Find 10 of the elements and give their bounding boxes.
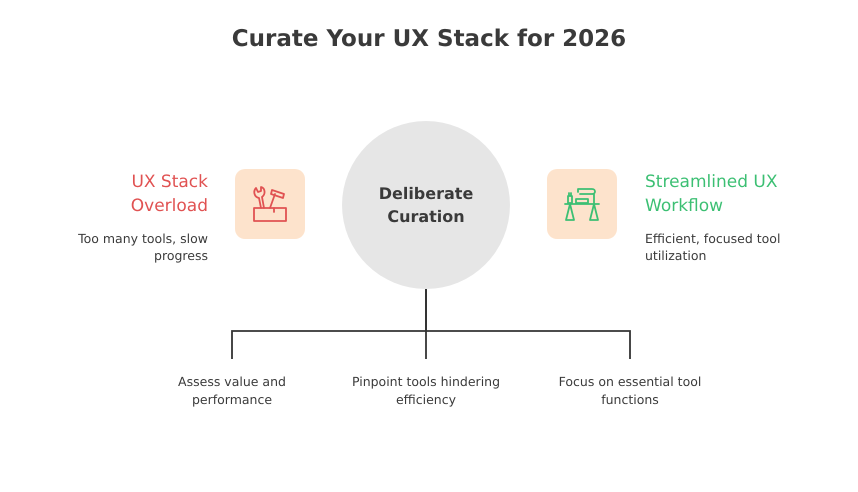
node-label: Focus on essential tool functions xyxy=(555,373,705,409)
item-description: Too many tools, slow progress xyxy=(77,230,208,264)
node-label: Assess value and performance xyxy=(157,373,307,409)
connector-line xyxy=(425,289,631,359)
diagram-title: Curate Your UX Stack for 2026 xyxy=(230,26,628,52)
item-heading: UX Stack Overload xyxy=(130,171,208,218)
node-label: Pinpoint tools hindering efficiency xyxy=(351,373,501,409)
item-description: Efficient, focused tool utilization xyxy=(645,230,782,264)
node-label: Deliberate Curation xyxy=(378,183,474,228)
item-heading: Streamlined UX Workflow xyxy=(645,171,778,218)
